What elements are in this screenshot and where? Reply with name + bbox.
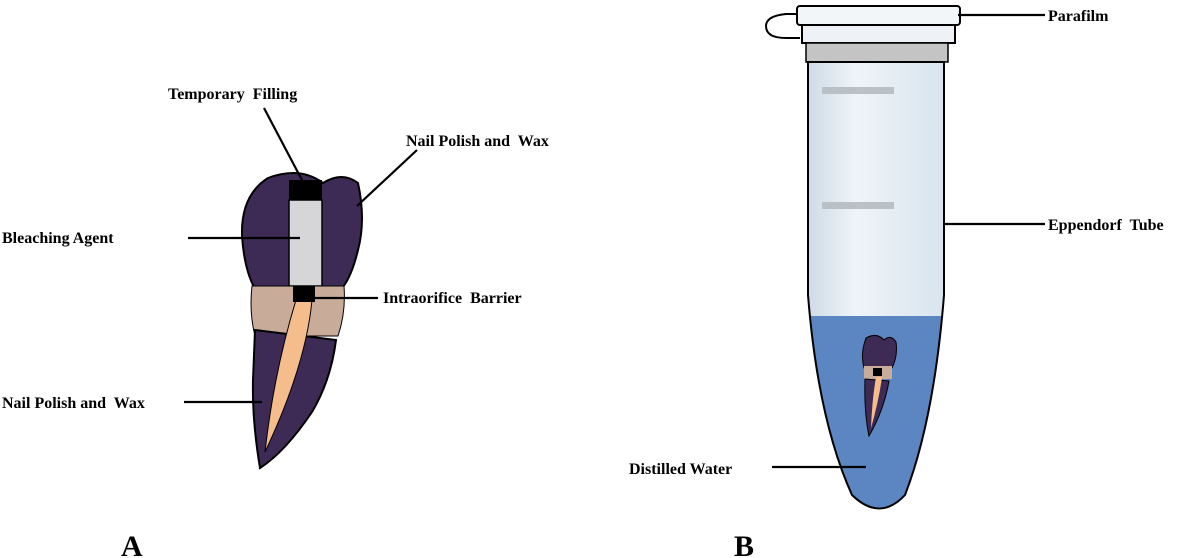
intraorifice-barrier-block (293, 286, 315, 302)
tube-hinge-loop (764, 13, 800, 39)
graduation-mark-lower (822, 202, 894, 209)
tube-rim (801, 24, 956, 44)
label-parafilm: Parafilm (1048, 8, 1109, 25)
label-eppendorf-tube: Eppendorf Tube (1048, 217, 1164, 234)
submerged-tooth-icon (861, 334, 897, 438)
label-distilled-water: Distilled Water (629, 461, 732, 478)
root-canal-filling (264, 299, 313, 453)
graduation-mark-upper (822, 87, 894, 94)
panel-b-letter: B (734, 530, 754, 558)
bleaching-agent-fill (288, 199, 323, 287)
temporary-filling-block (289, 180, 322, 200)
leader-nail-polish-crown (356, 149, 418, 207)
leader-temporary-filling (263, 107, 304, 183)
label-intraorifice-barrier: Intraorifice Barrier (383, 290, 522, 307)
tube-outline (807, 61, 945, 510)
tube-lid (796, 5, 961, 26)
label-bleaching-agent: Bleaching Agent (2, 230, 114, 247)
label-nail-polish-root: Nail Polish and Wax (2, 395, 145, 412)
panel-a-letter: A (121, 530, 143, 558)
panel-b-tube-diagram (764, 5, 961, 510)
label-temporary-filling: Temporary Filling (168, 86, 297, 103)
tube-neck (805, 42, 949, 63)
panel-a-tooth-diagram (240, 172, 363, 470)
label-nail-polish-crown: Nail Polish and Wax (406, 133, 549, 150)
